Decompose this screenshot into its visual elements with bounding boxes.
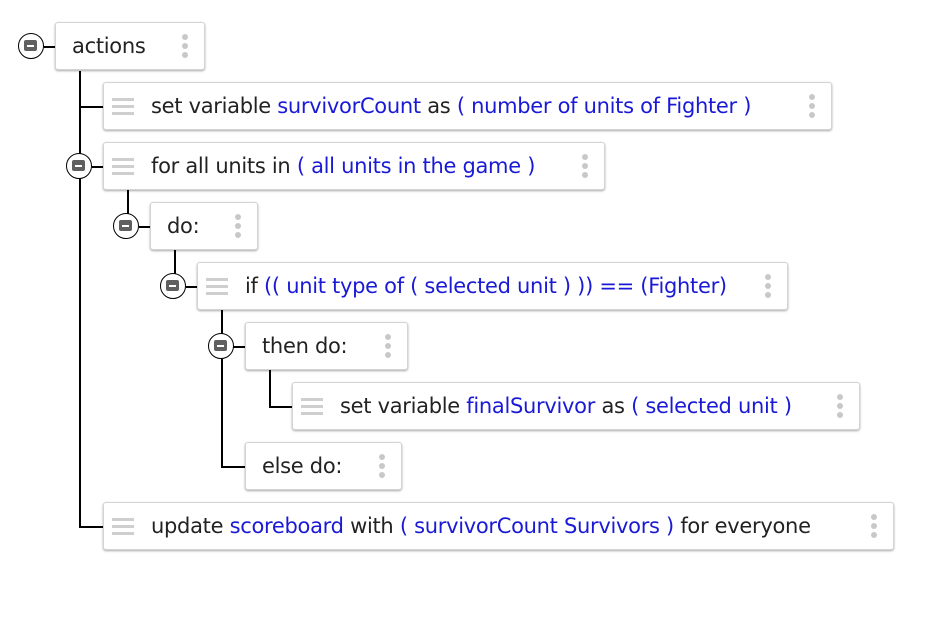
then-do-block[interactable]: then do: [245, 322, 408, 370]
collapse-minus-icon [214, 340, 227, 351]
condition-expression[interactable]: (( unit type of ( selected unit ) )) == … [264, 274, 727, 298]
set-survivor-count-block[interactable]: set variable survivorCount as ( number o… [103, 82, 832, 130]
drag-handle-icon[interactable] [112, 514, 134, 539]
update-keyword: update [151, 514, 224, 538]
do-label: do: [167, 214, 200, 238]
else-do-block[interactable]: else do: [245, 442, 402, 490]
unit-group-expression[interactable]: ( all units in the game ) [296, 154, 536, 178]
scoreboard-target[interactable]: scoreboard [229, 514, 344, 538]
drag-handle-icon[interactable] [112, 94, 134, 119]
tree-connector-root-h [44, 46, 56, 48]
else-do-label: else do: [262, 454, 343, 478]
actions-label: actions [72, 34, 146, 58]
collapse-if-toggle[interactable] [160, 273, 186, 299]
tree-connector-if-v [221, 310, 223, 334]
tree-connector-root-v [79, 71, 81, 527]
update-scoreboard-block[interactable]: update scoreboard with ( survivorCount S… [103, 502, 894, 550]
tree-connector-if-else-v [221, 359, 223, 467]
tree-connector-then-h [233, 346, 246, 348]
collapse-actions-toggle[interactable] [18, 33, 44, 59]
collapse-minus-icon [72, 160, 85, 171]
set-final-survivor-block[interactable]: set variable finalSurvivor as ( selected… [292, 382, 860, 430]
tree-connector-for-h [92, 166, 104, 168]
tree-connector-update [79, 526, 104, 528]
set-variable-keyword: set variable [151, 94, 271, 118]
collapse-minus-icon [166, 280, 179, 291]
actions-block[interactable]: actions [55, 22, 205, 70]
value-expression[interactable]: ( selected unit ) [631, 394, 792, 418]
more-vertical-icon[interactable] [235, 214, 241, 241]
collapse-do-toggle[interactable] [113, 213, 139, 239]
for-everyone-keyword: for everyone [680, 514, 811, 538]
more-vertical-icon[interactable] [582, 154, 588, 181]
collapse-then-toggle[interactable] [208, 333, 234, 359]
if-condition-block[interactable]: if (( unit type of ( selected unit ) )) … [197, 262, 788, 310]
tree-connector-for-v [127, 190, 129, 214]
drag-handle-icon[interactable] [112, 154, 134, 179]
for-all-keyword: for all units in [151, 154, 291, 178]
collapse-for-all-toggle[interactable] [66, 153, 92, 179]
do-block[interactable]: do: [150, 202, 258, 250]
for-all-units-block[interactable]: for all units in ( all units in the game… [103, 142, 605, 190]
tree-connector-then-v [269, 370, 271, 407]
as-keyword: as [601, 394, 625, 418]
with-keyword: with [350, 514, 394, 538]
tree-connector-do-h [139, 226, 151, 228]
then-do-label: then do: [262, 334, 348, 358]
as-keyword: as [427, 94, 451, 118]
more-vertical-icon[interactable] [182, 34, 188, 61]
value-expression[interactable]: ( number of units of Fighter ) [456, 94, 752, 118]
more-vertical-icon[interactable] [809, 94, 815, 121]
tree-connector-else-h [221, 466, 246, 468]
more-vertical-icon[interactable] [379, 454, 385, 481]
set-variable-keyword: set variable [340, 394, 460, 418]
collapse-minus-icon [119, 220, 132, 231]
drag-handle-icon[interactable] [301, 394, 323, 419]
more-vertical-icon[interactable] [837, 394, 843, 421]
more-vertical-icon[interactable] [871, 514, 877, 541]
more-vertical-icon[interactable] [765, 274, 771, 301]
drag-handle-icon[interactable] [206, 274, 228, 299]
tree-connector-if-h [186, 286, 198, 288]
tree-connector-do-v [174, 250, 176, 274]
variable-name[interactable]: finalSurvivor [466, 394, 596, 418]
variable-name[interactable]: survivorCount [277, 94, 421, 118]
if-keyword: if [245, 274, 258, 298]
scoreboard-value-expression[interactable]: ( survivorCount Survivors ) [399, 514, 674, 538]
more-vertical-icon[interactable] [385, 334, 391, 361]
collapse-minus-icon [24, 40, 37, 51]
tree-connector-set [79, 106, 104, 108]
tree-connector-final-h [269, 406, 293, 408]
